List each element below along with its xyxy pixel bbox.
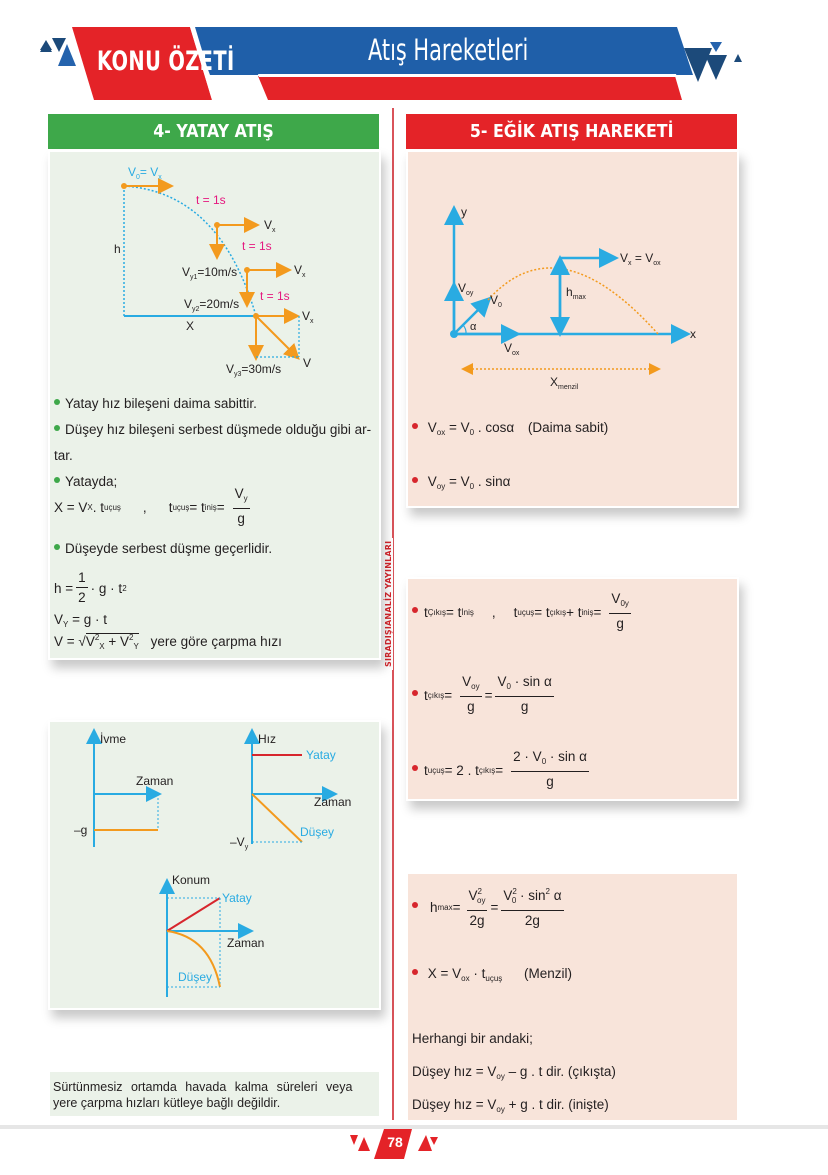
svg-text:Vy2=20m/s: Vy2=20m/s (184, 297, 239, 313)
text-line: Herhangi bir andaki; (412, 1031, 533, 1046)
konum-y-label: Konum (172, 873, 210, 887)
text-line: Yatayda; (54, 474, 117, 489)
hiz-y-label: Hız (258, 732, 276, 746)
graphs-box: İvme Zaman –g Hız Yatay Zaman Düşey –Vy … (48, 720, 381, 1010)
ivme-y-label: İvme (100, 732, 126, 746)
text-line: Düşeyde serbest düşme geçerlidir. (54, 541, 272, 556)
svg-text:Voy: Voy (458, 281, 474, 297)
h-label: h (114, 242, 121, 256)
v0-label: V0= Vx (128, 165, 162, 181)
equation-vy: VY = g · t (54, 612, 108, 629)
t-label-2: t = 1s (242, 239, 272, 253)
equation-dusey-cikis: Düşey hız = Voy – g . t dir. (çıkışta) (412, 1064, 616, 1081)
yatay-atis-box: V0= Vx t = 1s t = 1s t = 1s Vx Vx Vx h X… (48, 150, 381, 660)
svg-text:α: α (470, 321, 477, 333)
svg-text:Zaman: Zaman (314, 795, 351, 809)
equation-menzil: X = Vox · tuçuş (Menzil) (412, 966, 572, 983)
yatay-atis-diagram: V0= Vx t = 1s t = 1s t = 1s Vx Vx Vx h X… (114, 165, 314, 378)
svg-text:Vy3=30m/s: Vy3=30m/s (226, 362, 281, 378)
note-box: Sürtünmesiz ortamda havada kalma süreler… (48, 1070, 381, 1118)
equation-vox: Vox = V0 . cosα (Daima sabit) (412, 420, 608, 437)
ivme-x-label: Zaman (136, 774, 173, 788)
banner-shapes (40, 27, 742, 100)
motion-graphs: İvme Zaman –g Hız Yatay Zaman Düşey –Vy … (74, 728, 351, 997)
t-label-1: t = 1s (196, 193, 226, 207)
text-line: Düşey hız bileşeni serbest düşmede olduğ… (54, 422, 371, 437)
section-header-yatay-atis: 4- YATAY ATIŞ (48, 114, 379, 149)
page-title: Atış Hareketleri (368, 33, 529, 67)
svg-text:–g: –g (74, 823, 87, 837)
note-line: yere çarpma hızları kütleye bağlı değild… (53, 1096, 281, 1110)
svg-text:Xmenzil: Xmenzil (550, 375, 579, 391)
note-line: Sürtünmesiz ortamda havada kalma süreler… (53, 1080, 353, 1094)
section-header-egik-atis: 5- EĞİK ATIŞ HAREKETİ (406, 114, 737, 149)
header-banner: KONU ÖZETİ Atış Hareketleri (0, 0, 828, 110)
svg-text:Vx = Vox: Vx = Vox (620, 251, 661, 267)
equation-v: V = √V2X + V2Y yere göre çarpma hızı (54, 633, 282, 651)
t-label-3: t = 1s (260, 289, 290, 303)
footer-logo-icon (350, 1135, 358, 1145)
svg-text:x: x (690, 327, 696, 341)
equation-dusey-inis: Düşey hız = Voy + g . t dir. (inişte) (412, 1097, 609, 1114)
badge-konu-ozeti: KONU ÖZETİ (97, 46, 235, 77)
svg-text:–Vy: –Vy (230, 835, 249, 851)
svg-text:Vx: Vx (294, 263, 306, 279)
egik-atis-diagram: y x Voy V0 α Vox hmax Vx = Vox Xmenzil (444, 205, 696, 391)
text-line: tar. (54, 448, 73, 463)
x-label: X (186, 319, 194, 333)
svg-text:Vy1=10m/s: Vy1=10m/s (182, 265, 237, 281)
svg-text:Vx: Vx (264, 218, 276, 234)
svg-text:Yatay: Yatay (306, 748, 336, 762)
svg-text:y: y (461, 205, 467, 219)
svg-text:Düşey: Düşey (178, 970, 212, 984)
svg-text:hmax: hmax (566, 285, 586, 301)
svg-text:Zaman: Zaman (227, 936, 264, 950)
footer-shapes (0, 1125, 828, 1159)
svg-text:Düşey: Düşey (300, 825, 334, 839)
svg-text:Yatay: Yatay (222, 891, 252, 905)
equation-voy: Voy = V0 . sinα (412, 474, 511, 491)
publisher-side-label: SIRADIŞIANALİZ YAYINLARI (384, 537, 393, 670)
section-title: 5- EĞİK ATIŞ HAREKETİ (469, 121, 674, 142)
text-line: Yatay hız bileşeni daima sabittir. (54, 396, 257, 411)
svg-text:V0: V0 (490, 293, 502, 309)
egik-atis-box: y x Voy V0 α Vox hmax Vx = Vox Xmenzil V… (406, 150, 739, 508)
svg-text:Vox: Vox (504, 341, 520, 357)
v-label: V (303, 356, 311, 370)
page-number: 78 (387, 1134, 403, 1150)
section-title: 4- YATAY ATIŞ (153, 121, 274, 142)
svg-text:Vx: Vx (302, 309, 314, 325)
